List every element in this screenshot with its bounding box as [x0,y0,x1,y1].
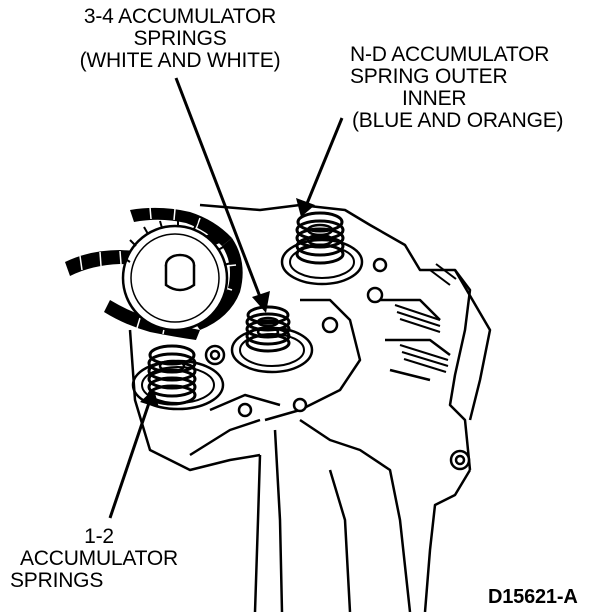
acc34-label-line3: (WHITE AND WHITE) [79,49,281,72]
leader-lines [108,77,344,519]
nd-label: N-D ACCUMULATOR SPRING OUTER INNER (BLUE… [350,43,564,132]
nd-accumulator-springs [280,211,364,286]
nd-leader-line [304,117,344,207]
acc12-leader-line [108,399,152,519]
nd-label-line4: (BLUE AND ORANGE) [352,109,564,132]
figure-id: D15621-A [488,586,578,608]
acc12-arrowhead [140,389,159,408]
acc12-label-line3: SPRINGS [10,569,104,592]
acc34-leader-line [174,77,264,303]
case-bolts [204,257,471,471]
acc34-accumulator-springs [230,305,314,374]
acc12-label: 1-2 ACCUMULATOR SPRINGS [4,526,194,592]
acc12-label-line1: 1-2 [84,525,114,548]
transmission-case [128,203,492,612]
acc34-label-line1: 3-4 ACCUMULATOR [83,5,277,28]
nd-arrowhead [296,198,315,217]
gear-teeth [123,219,232,266]
sprocket-gear [121,224,229,332]
nd-label-line2: SPRING OUTER [350,65,508,88]
case-hatching [394,263,457,373]
nd-label-line3: INNER [402,87,467,110]
acc34-arrowhead [252,291,270,313]
acc34-label: 3-4 ACCUMULATOR SPRINGS (WHITE AND WHITE… [60,6,300,72]
acc12-label-line2: ACCUMULATOR [19,547,179,570]
acc34-label-line2: SPRINGS [133,27,227,50]
arrowheads [140,198,315,408]
nd-label-line1: N-D ACCUMULATOR [350,43,550,66]
